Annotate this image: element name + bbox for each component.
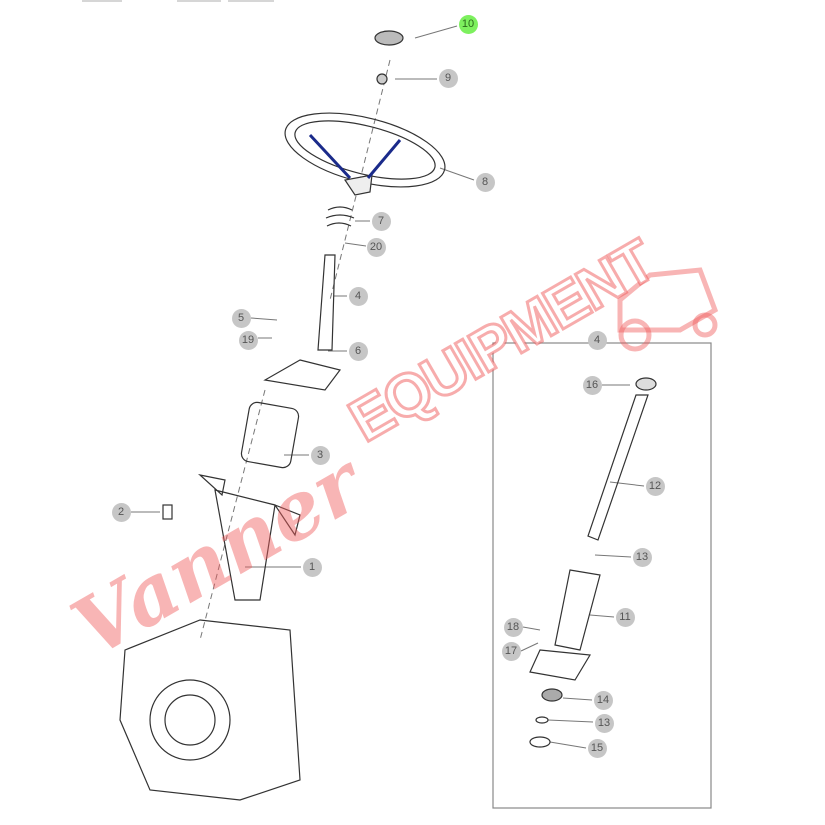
- callout-19[interactable]: 19: [238, 330, 258, 350]
- callout-3[interactable]: 3: [310, 445, 330, 465]
- callout-6[interactable]: 6: [348, 341, 368, 361]
- callout-9[interactable]: 9: [438, 68, 458, 88]
- tab-strip-fragment: [177, 0, 221, 2]
- transmission-housing: [119, 619, 301, 801]
- detail-callout-13[interactable]: 13: [632, 547, 652, 567]
- horn-cap: [374, 30, 404, 46]
- detail-callout-15[interactable]: 15: [587, 738, 607, 758]
- detail-callout-12[interactable]: 12: [645, 476, 665, 496]
- callout-1[interactable]: 1: [302, 557, 322, 577]
- callout-7[interactable]: 7: [371, 211, 391, 231]
- callout-4[interactable]: 4: [348, 286, 368, 306]
- callout-10[interactable]: 10: [458, 14, 478, 34]
- detail-callout-16[interactable]: 16: [582, 375, 602, 395]
- detail-box: [492, 342, 712, 809]
- callout-2[interactable]: 2: [111, 502, 131, 522]
- steering-valve: [240, 401, 300, 469]
- detail-callout-14[interactable]: 14: [593, 690, 613, 710]
- shaft: [587, 394, 649, 541]
- tab-strip-fragment: [82, 0, 122, 2]
- tab-strip-fragment: [228, 0, 274, 2]
- bolt: [162, 504, 173, 520]
- callout-8[interactable]: 8: [475, 172, 495, 192]
- detail-callout-4[interactable]: 4: [587, 330, 607, 350]
- callout-5[interactable]: 5: [231, 308, 251, 328]
- detail-callout-11[interactable]: 11: [615, 607, 635, 627]
- callout-20[interactable]: 20: [366, 237, 386, 257]
- detail-callout-13b[interactable]: 13: [594, 713, 614, 733]
- detail-callout-18[interactable]: 18: [503, 617, 523, 637]
- column-flange: [263, 359, 342, 391]
- steering-wheel: [284, 112, 446, 196]
- bracket: [197, 473, 301, 601]
- steering-column: [317, 254, 336, 351]
- detail-callout-17[interactable]: 17: [501, 641, 521, 661]
- spring: [325, 206, 355, 227]
- tractor-watermark-icon: [617, 267, 719, 352]
- nut: [376, 73, 388, 85]
- detail-column: [554, 569, 601, 651]
- leader-lines: [131, 25, 645, 749]
